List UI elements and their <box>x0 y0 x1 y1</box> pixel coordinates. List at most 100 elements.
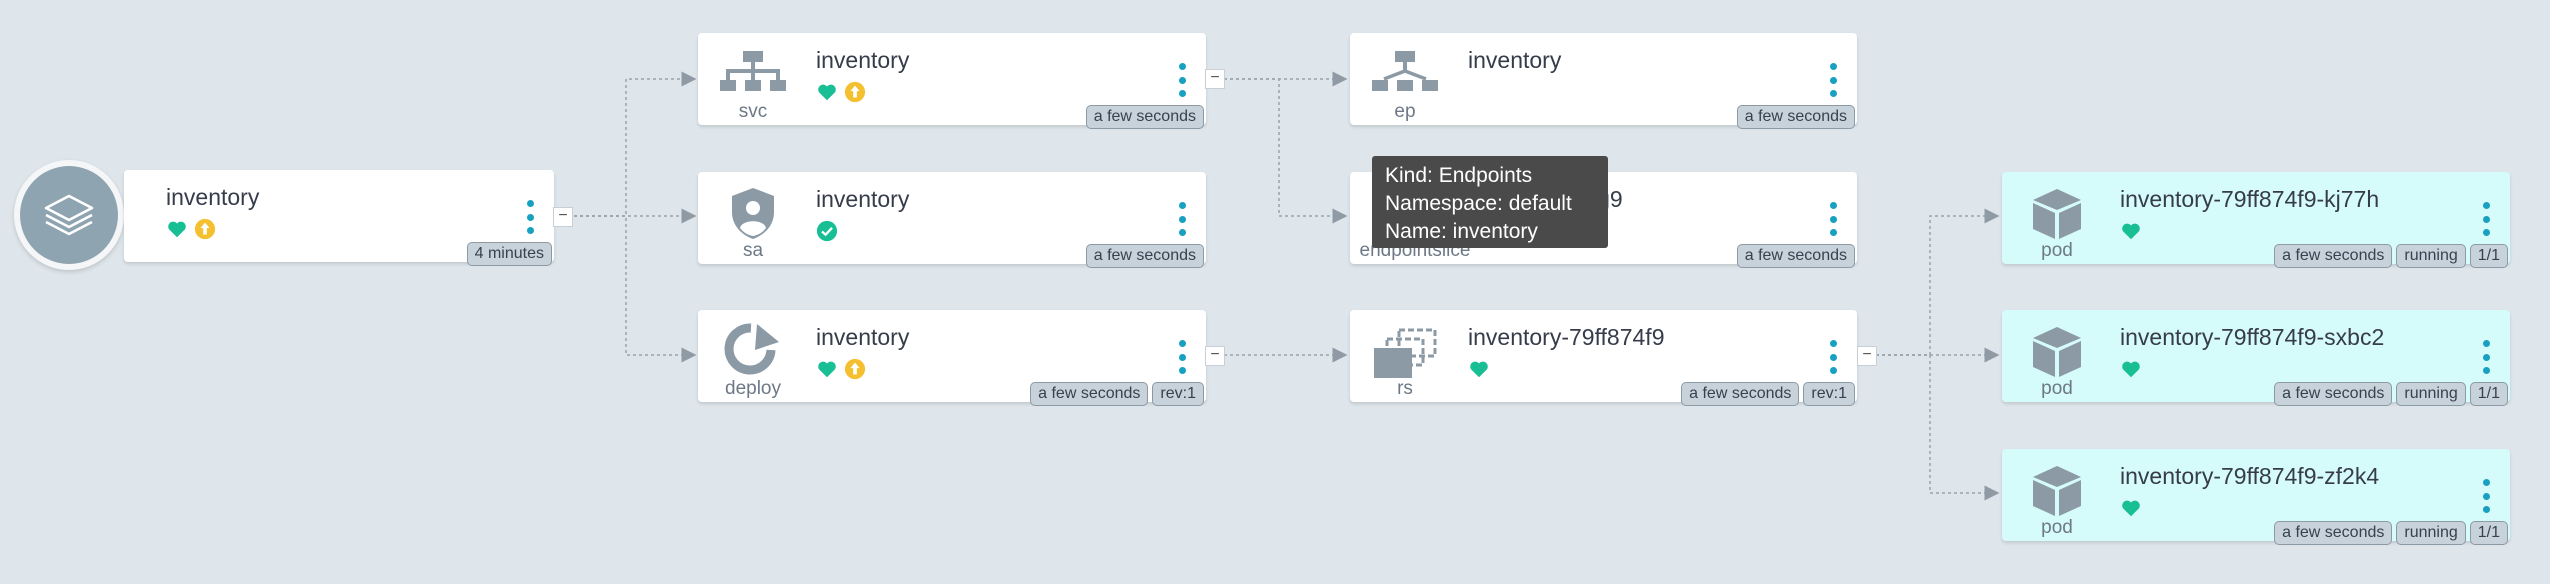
sa-icon-area <box>698 172 808 264</box>
pod-cube-icon <box>2033 466 2081 516</box>
healthy-heart-icon <box>2120 497 2142 519</box>
age-badge: a few seconds <box>2274 244 2393 268</box>
age-badge: a few seconds <box>1736 244 1855 268</box>
app-collapse-button[interactable]: − <box>553 207 573 227</box>
age-badge: a few seconds <box>1681 382 1800 406</box>
app-status <box>166 218 216 240</box>
edge-rs-pod3 <box>1876 354 2000 501</box>
ep-menu-button[interactable] <box>1829 63 1837 97</box>
deploy-icon-area <box>698 310 808 402</box>
pod-cube-icon <box>2033 189 2081 239</box>
user-shield-icon <box>732 188 774 239</box>
edge-app-deploy <box>574 215 697 363</box>
svc-icon-area <box>698 33 808 125</box>
app-menu-button[interactable] <box>526 200 534 234</box>
tooltip-namespace: Namespace: default <box>1385 192 1572 215</box>
pod-badges: a few seconds running 1/1 <box>2274 521 2508 545</box>
deployment-refresh-icon <box>724 323 779 375</box>
pod-status <box>2120 220 2142 242</box>
rs-name: inventory-79ff874f9 <box>1468 324 1665 350</box>
synced-check-icon <box>816 220 838 242</box>
pod-menu-button[interactable] <box>2482 340 2490 374</box>
sa-menu-button[interactable] <box>1178 202 1186 236</box>
rs-kind: rs <box>1397 378 1413 399</box>
tooltip-kind: Kind: Endpoints <box>1385 164 1533 187</box>
svc-kind: svc <box>738 101 768 122</box>
age-badge: a few seconds <box>1736 105 1855 129</box>
endpointslice-badges: a few seconds <box>1736 244 1855 268</box>
deploy-menu-button[interactable] <box>1178 340 1186 374</box>
rs-status <box>1468 358 1490 380</box>
pod-cube-icon <box>2033 327 2081 377</box>
pod-node-kj77h[interactable]: pod inventory-79ff874f9-kj77h a few seco… <box>2002 172 2510 268</box>
revision-badge: rev:1 <box>1152 382 1204 406</box>
pod-name: inventory-79ff874f9-sxbc2 <box>2120 324 2385 350</box>
application-root-icon[interactable] <box>14 160 124 270</box>
out-of-sync-arrow-icon <box>844 358 866 380</box>
edge-app-svc <box>574 71 697 217</box>
deploy-node[interactable]: deploy inventory a few seconds rev:1 <box>698 310 1206 406</box>
pod-icon-area <box>2002 449 2112 541</box>
pod-node-sxbc2[interactable]: pod inventory-79ff874f9-sxbc2 a few seco… <box>2002 310 2510 406</box>
age-badge: 4 minutes <box>466 242 552 266</box>
deploy-collapse-button[interactable]: − <box>1205 346 1225 366</box>
sa-status <box>816 220 838 242</box>
sa-node[interactable]: sa inventory a few seconds <box>698 172 1206 268</box>
pod-menu-button[interactable] <box>2482 202 2490 236</box>
age-badge: a few seconds <box>2274 521 2393 545</box>
sa-name: inventory <box>816 186 910 212</box>
edge-rs-pod1 <box>1876 208 2000 356</box>
pod-kind: pod <box>2041 240 2073 261</box>
age-badge: a few seconds <box>1085 244 1204 268</box>
ep-name: inventory <box>1468 47 1562 73</box>
sa-badges: a few seconds <box>1085 244 1204 268</box>
deploy-badges: a few seconds rev:1 <box>1030 382 1204 406</box>
svc-collapse-button[interactable]: − <box>1205 69 1225 89</box>
svc-name: inventory <box>816 47 910 73</box>
pod-kind: pod <box>2041 517 2073 538</box>
pod-node-zf2k4[interactable]: pod inventory-79ff874f9-zf2k4 a few seco… <box>2002 449 2510 545</box>
app-name: inventory <box>166 184 260 210</box>
age-badge: a few seconds <box>2274 382 2393 406</box>
edge-svc-endpointslice <box>1224 78 1348 224</box>
svc-node[interactable]: svc inventory a few seconds <box>698 33 1206 129</box>
healthy-heart-icon <box>816 358 838 380</box>
pod-status <box>2120 497 2142 519</box>
app-badges: 4 minutes <box>466 242 552 266</box>
pod-badges: a few seconds running 1/1 <box>2274 382 2508 406</box>
state-badge: running <box>2396 521 2466 545</box>
pod-menu-button[interactable] <box>2482 479 2490 513</box>
application-node[interactable]: inventory 4 minutes <box>124 170 554 266</box>
svc-menu-button[interactable] <box>1178 63 1186 97</box>
ep-kind: ep <box>1394 101 1416 122</box>
state-badge: running <box>2396 244 2466 268</box>
age-badge: a few seconds <box>1030 382 1149 406</box>
replicaset-icon <box>1374 328 1437 378</box>
healthy-heart-icon <box>1468 358 1490 380</box>
ep-node[interactable]: ep inventory a few seconds <box>1350 33 1857 129</box>
ready-badge: 1/1 <box>2469 382 2508 406</box>
rs-menu-button[interactable] <box>1829 340 1837 374</box>
svc-status <box>816 81 866 103</box>
deploy-name: inventory <box>816 324 910 350</box>
age-badge: a few seconds <box>1085 105 1204 129</box>
pod-badges: a few seconds running 1/1 <box>2274 244 2508 268</box>
service-icon <box>720 51 786 91</box>
pod-icon-area <box>2002 310 2112 402</box>
ready-badge: 1/1 <box>2469 244 2508 268</box>
rs-icon-area <box>1350 310 1460 402</box>
deploy-kind: deploy <box>725 378 781 399</box>
rs-node[interactable]: rs inventory-79ff874f9 a few seconds rev… <box>1350 310 1857 406</box>
resource-tooltip: Kind: Endpoints Namespace: default Name:… <box>1372 156 1608 248</box>
endpointslice-menu-button[interactable] <box>1829 202 1837 236</box>
pod-kind: pod <box>2041 378 2073 399</box>
healthy-heart-icon <box>2120 220 2142 242</box>
rs-badges: a few seconds rev:1 <box>1681 382 1855 406</box>
healthy-heart-icon <box>166 218 188 240</box>
pod-status <box>2120 358 2142 380</box>
ready-badge: 1/1 <box>2469 521 2508 545</box>
svc-badges: a few seconds <box>1085 105 1204 129</box>
rs-collapse-button[interactable]: − <box>1857 346 1877 366</box>
pod-icon-area <box>2002 172 2112 264</box>
